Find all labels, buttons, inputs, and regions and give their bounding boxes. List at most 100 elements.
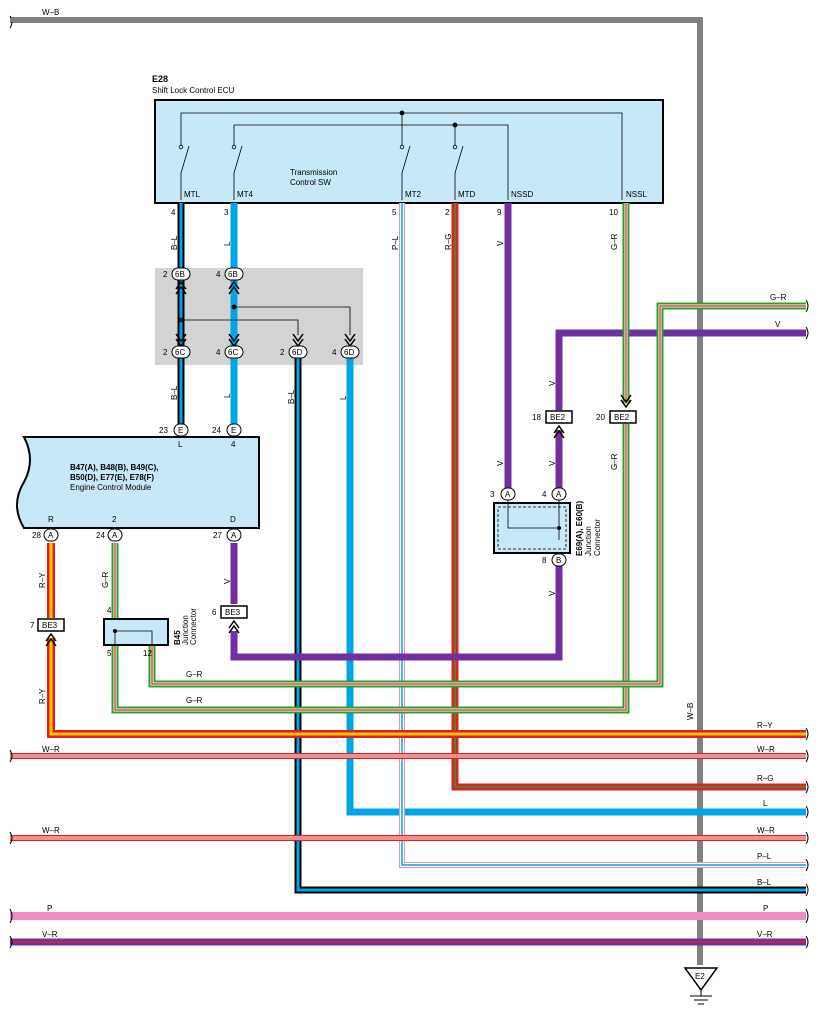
svg-text:Junction: Junction	[181, 615, 190, 645]
ecu-pin-5: 5	[392, 208, 397, 217]
svg-text:P: P	[763, 904, 768, 913]
svg-text:2: 2	[280, 348, 285, 357]
connector-6c-mtl: 2 6C	[163, 333, 191, 359]
ecm-top-pins: 23 E L 24 E 4	[159, 423, 242, 449]
svg-text:4: 4	[216, 270, 221, 279]
wire-b-l-bottom	[294, 358, 806, 894]
ecu-inner-label-2: Control SW	[290, 178, 331, 187]
svg-text:3: 3	[490, 490, 495, 499]
svg-text:B45: B45	[173, 630, 182, 645]
svg-text:W–R: W–R	[42, 745, 60, 754]
ecm-codes-2: B50(D), E77(E), E78(F)	[70, 473, 154, 482]
bus-breaks-left	[9, 749, 13, 949]
ecm-bottom-pins: R 2 D 28 A 24 A 27 A	[32, 515, 242, 542]
junction-splices	[178, 304, 351, 335]
connector-6b-mtl: 2 6B	[163, 267, 191, 295]
svg-text:8: 8	[542, 556, 547, 565]
svg-text:L: L	[339, 395, 348, 400]
wire-label-w-b-vertical: W–B	[686, 703, 695, 720]
svg-text:4: 4	[231, 440, 236, 449]
svg-text:G–R: G–R	[610, 233, 619, 250]
svg-text:24: 24	[212, 426, 221, 435]
svg-text:G–R: G–R	[101, 571, 110, 588]
svg-text:BE3: BE3	[42, 621, 58, 630]
svg-text:Connector: Connector	[189, 608, 198, 645]
svg-text:Connector: Connector	[593, 519, 602, 556]
svg-text:12: 12	[143, 649, 152, 658]
svg-text:20: 20	[596, 413, 605, 422]
wire-l-bottom	[346, 358, 806, 816]
connector-6c-mt4: 4 6C	[216, 333, 244, 359]
svg-text:G–R: G–R	[610, 453, 619, 470]
bus-breaks-right	[805, 299, 809, 949]
svg-text:BE2: BE2	[614, 413, 630, 422]
svg-text:V: V	[548, 460, 557, 466]
connector-be3-v: 6 BE3	[212, 605, 248, 634]
connector-6d-l: 4 6D	[332, 333, 360, 359]
svg-text:A: A	[556, 490, 562, 499]
wire-label-w-b-top: W–B	[42, 8, 59, 17]
svg-text:L: L	[763, 799, 768, 808]
ecm-box	[16, 436, 260, 529]
svg-text:P–L: P–L	[391, 235, 400, 250]
svg-text:V: V	[223, 578, 232, 584]
svg-text:B–L: B–L	[287, 389, 296, 404]
svg-text:24: 24	[96, 531, 105, 540]
svg-text:6C: 6C	[228, 348, 238, 357]
svg-text:V: V	[548, 590, 557, 596]
svg-text:V: V	[496, 460, 505, 466]
svg-text:W–R: W–R	[42, 826, 60, 835]
svg-text:L: L	[223, 393, 232, 398]
svg-text:V: V	[548, 380, 557, 386]
wire-v-e69-ecm	[230, 566, 563, 661]
ecu-terminal-nssd: NSSD	[511, 190, 533, 199]
ecu-terminal-mtl: MTL	[184, 190, 201, 199]
svg-text:23: 23	[159, 426, 168, 435]
svg-text:28: 28	[32, 531, 41, 540]
connector-6d-b-l: 2 6D	[280, 333, 308, 359]
svg-text:5: 5	[107, 649, 112, 658]
wire-g-r-right	[148, 302, 806, 688]
svg-text:4: 4	[332, 348, 337, 357]
svg-text:BE2: BE2	[550, 413, 566, 422]
svg-text:P: P	[47, 904, 52, 913]
svg-text:V: V	[496, 240, 505, 246]
ecu-pin-2: 2	[445, 208, 450, 217]
svg-text:R–Y: R–Y	[757, 721, 773, 730]
svg-text:B: B	[556, 556, 561, 565]
svg-text:6B: 6B	[175, 270, 185, 279]
ecu-terminal-mt2: MT2	[405, 190, 422, 199]
connector-be3-r-y: 7 BE3	[30, 618, 65, 647]
ecu-pin-10: 10	[609, 208, 618, 217]
svg-text:D: D	[230, 515, 236, 524]
svg-text:A: A	[505, 490, 511, 499]
svg-text:P–L: P–L	[757, 852, 772, 861]
ecm-codes-1: B47(A), B48(B), B49(C),	[70, 463, 158, 472]
svg-text:6D: 6D	[344, 348, 354, 357]
svg-text:27: 27	[213, 531, 222, 540]
svg-text:L: L	[178, 440, 183, 449]
ecu-terminal-mtd: MTD	[458, 190, 476, 199]
svg-text:6B: 6B	[228, 270, 238, 279]
svg-text:R–G: R–G	[444, 234, 453, 250]
ecu-terminal-mt4: MT4	[237, 190, 254, 199]
svg-text:R–Y: R–Y	[38, 572, 47, 588]
svg-text:18: 18	[532, 413, 541, 422]
wire-w-b-top	[9, 15, 703, 965]
svg-text:6D: 6D	[292, 348, 302, 357]
svg-text:E69(A), E60(B): E69(A), E60(B)	[575, 501, 584, 556]
svg-text:BE3: BE3	[225, 608, 241, 617]
wire-color-labels: B–L L P–L R–G V G–R B–L L B–L L V V V V …	[38, 233, 787, 939]
wire-r-y	[47, 543, 806, 738]
ecm-name: Engine Control Module	[70, 483, 152, 492]
svg-text:R: R	[48, 515, 54, 524]
svg-text:L: L	[223, 241, 232, 246]
junction-connector-b45: 4 5 12 B45 Junction Connector	[103, 606, 198, 658]
ecu-name: Shift Lock Control ECU	[152, 86, 234, 95]
svg-text:6: 6	[212, 608, 217, 617]
ground-e2: E2	[683, 967, 719, 1005]
connector-6b-mt4: 4 6B	[216, 267, 244, 295]
ecu-box	[154, 99, 664, 204]
ecu-pin-3: 3	[224, 208, 229, 217]
svg-text:R–G: R–G	[757, 774, 773, 783]
